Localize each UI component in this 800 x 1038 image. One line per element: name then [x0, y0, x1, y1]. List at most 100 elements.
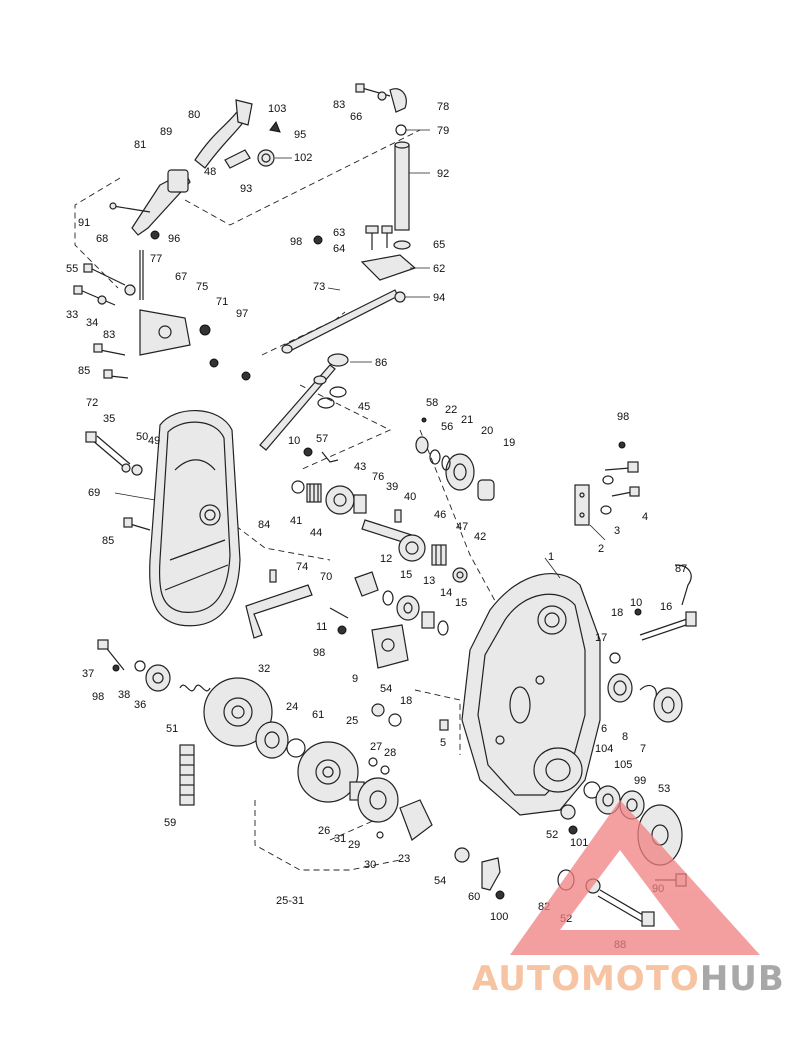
label-66: 66 [350, 111, 362, 123]
label-54-lower: 54 [434, 875, 446, 887]
label-25: 25 [346, 715, 358, 727]
label-7: 7 [640, 743, 646, 755]
nut-58 [421, 417, 427, 423]
bearing-44 [306, 483, 322, 503]
label-105: 105 [614, 759, 632, 771]
label-64: 64 [333, 243, 345, 255]
seal-6 [607, 673, 633, 703]
bolt-85-lower [123, 517, 151, 531]
label-9: 9 [352, 673, 358, 685]
label-102: 102 [294, 152, 312, 164]
gear-32 [203, 677, 273, 747]
rod-end-78 [389, 88, 407, 113]
chaincase-housing [439, 572, 601, 816]
label-83-lower: 83 [103, 329, 115, 341]
clip-57 [321, 451, 339, 463]
sprocket-36 [145, 664, 171, 692]
label-33: 33 [66, 309, 78, 321]
cam-29 [357, 777, 399, 823]
label-78: 78 [437, 101, 449, 113]
washer-18-right [609, 652, 621, 664]
washer-21 [441, 455, 451, 471]
spacer-102 [257, 149, 275, 167]
washer-66-top [377, 91, 387, 101]
tube-92 [394, 144, 410, 231]
label-95: 95 [294, 129, 306, 141]
label-50: 50 [136, 431, 148, 443]
label-101: 101 [570, 837, 588, 849]
label-74: 74 [296, 561, 308, 573]
label-99: 99 [634, 775, 646, 787]
label-16: 16 [660, 601, 672, 613]
bolt-4 [611, 486, 640, 497]
label-41: 41 [290, 515, 302, 527]
washer-65-top [393, 240, 411, 250]
watermark-text-secondary: HUB [700, 959, 785, 999]
cable-end [235, 99, 253, 126]
washer-49 [131, 464, 143, 476]
label-53: 53 [658, 783, 670, 795]
washer-79 [395, 124, 407, 136]
label-52-upper: 52 [546, 829, 558, 841]
label-75: 75 [196, 281, 208, 293]
svg-text:AUTOMOTOHUB: AUTOMOTOHUB [472, 959, 785, 999]
oring-45a [329, 386, 347, 398]
nut-98-top [313, 235, 323, 245]
middle-shaft-parts [245, 417, 495, 669]
label-46: 46 [434, 509, 446, 521]
tensioner-block-9 [371, 624, 409, 669]
label-14: 14 [440, 587, 452, 599]
label-72: 72 [86, 397, 98, 409]
label-37: 37 [82, 668, 94, 680]
label-65-top: 65 [433, 239, 445, 251]
bracket-60 [481, 857, 501, 891]
spacer-19 [477, 479, 495, 501]
label-34: 34 [86, 317, 98, 329]
washer-56 [429, 449, 441, 465]
label-28: 28 [384, 747, 396, 759]
label-6: 6 [601, 723, 607, 735]
pin-5 [439, 719, 449, 731]
label-55: 55 [66, 263, 78, 275]
shift-rod-73 [284, 289, 399, 353]
label-89: 89 [160, 126, 172, 138]
label-4: 4 [642, 511, 648, 523]
label-60: 60 [468, 891, 480, 903]
rod-linkage [259, 83, 417, 451]
label-48: 48 [204, 166, 216, 178]
label-47: 47 [456, 521, 468, 533]
label-5: 5 [440, 737, 446, 749]
watermark-text-primary: AUTOMOTO [472, 959, 700, 999]
label-31: 31 [334, 833, 346, 845]
washer-34 [97, 295, 107, 305]
bolt-55 [83, 263, 126, 286]
label-69: 69 [88, 487, 100, 499]
nut-52-upper [560, 804, 576, 820]
bracket-70 [245, 584, 313, 639]
label-24: 24 [286, 701, 298, 713]
bushing-12 [354, 571, 379, 597]
label-26: 26 [318, 825, 330, 837]
pin-93 [224, 149, 251, 169]
nut-100 [495, 890, 505, 900]
nut-94 [394, 291, 406, 303]
washer-38 [134, 660, 146, 672]
label-29: 29 [348, 839, 360, 851]
label-36: 36 [134, 699, 146, 711]
label-83: 83 [333, 99, 345, 111]
bolt-88 [597, 889, 655, 927]
clip-74 [269, 569, 277, 583]
bearing-14 [421, 611, 435, 629]
label-43: 43 [354, 461, 366, 473]
bolt-11 [329, 607, 349, 619]
gear-13 [396, 595, 420, 621]
washer-15a [382, 590, 394, 606]
label-58: 58 [426, 397, 438, 409]
bolt-85-top [93, 343, 126, 356]
label-10-right: 10 [630, 597, 642, 609]
chain-59 [179, 744, 195, 806]
washer-41 [291, 480, 305, 494]
nut-27 [368, 757, 378, 767]
label-38: 38 [118, 689, 130, 701]
washer-61 [286, 738, 306, 758]
